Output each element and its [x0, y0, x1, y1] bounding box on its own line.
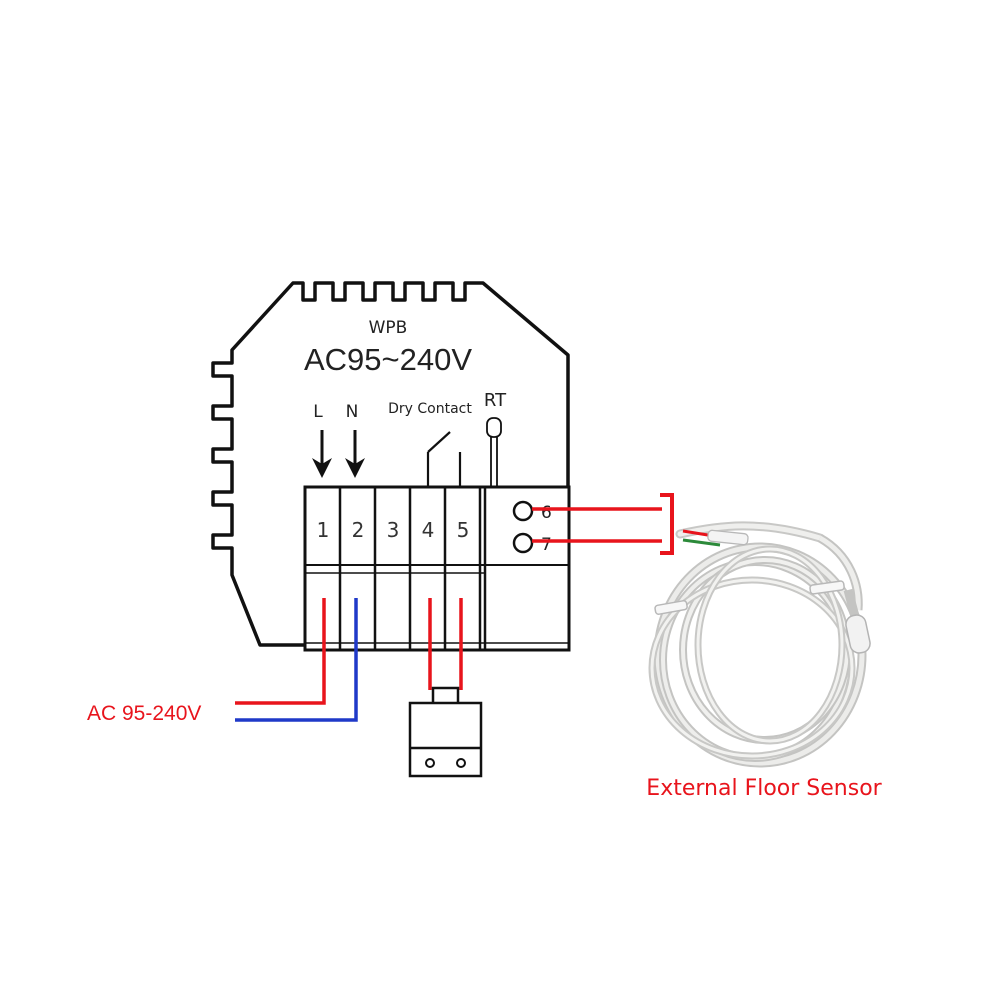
- neutral-input-label: N: [346, 402, 359, 422]
- live-input-label: L: [313, 402, 323, 422]
- power-supply-label: AC 95-240V: [87, 702, 201, 725]
- neutral-input-arrow: [345, 430, 365, 478]
- floor-sensor-label: External Floor Sensor: [646, 776, 882, 801]
- terminal-6-screw: [512, 500, 534, 522]
- live-input-arrow: [312, 430, 332, 478]
- floor-sensor-cable: [648, 521, 867, 768]
- dry-contact-switch-symbol: [426, 431, 462, 487]
- terminal-3-label: 3: [387, 518, 400, 542]
- voltage-rating-label: AC95~240V: [304, 342, 472, 377]
- terminal-2-label: 2: [352, 518, 365, 542]
- sensor-probe: [843, 588, 871, 654]
- brand-label: WPB: [369, 318, 408, 338]
- neutral-wire: [235, 598, 358, 722]
- terminal-1-label: 1: [317, 518, 330, 542]
- sensor-cable-ties: [654, 580, 845, 615]
- terminal-block: 1 2 3 4 5 6 7: [303, 485, 571, 652]
- terminal-5-label: 5: [457, 518, 470, 542]
- sensor-bracket: [660, 493, 674, 555]
- load-device: [408, 686, 483, 778]
- sensor-port-label: RT: [484, 390, 507, 411]
- terminal-4-label: 4: [422, 518, 435, 542]
- terminal-7-label: 7: [541, 535, 552, 555]
- terminal-7-screw: [512, 532, 534, 554]
- live-wire: [235, 598, 326, 705]
- terminal-6-label: 6: [541, 503, 552, 523]
- sensor-cable-lead-ends: [682, 529, 749, 547]
- dry-contact-label: Dry Contact: [388, 401, 472, 417]
